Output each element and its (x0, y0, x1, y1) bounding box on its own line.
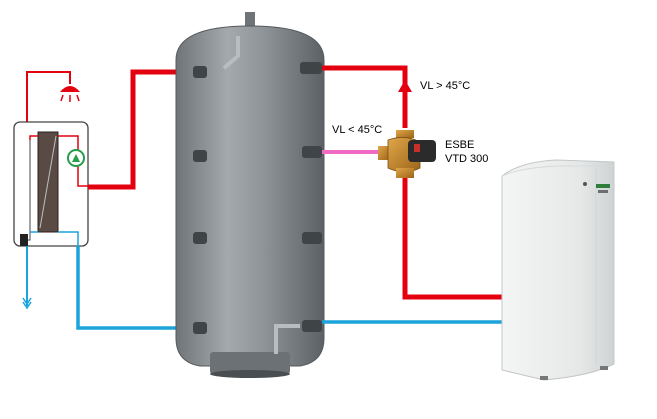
fresh-water-station (13, 71, 89, 310)
buffer-tank (175, 12, 325, 378)
flow-arrow-icon (398, 80, 412, 92)
shower-supply-pipe (26, 71, 71, 122)
heat-pump (501, 159, 615, 381)
valve-label: ESBE VTD 300 (445, 138, 488, 166)
heat-pump-body (501, 159, 615, 381)
station-return-pipe (76, 246, 197, 330)
heat-pump-supply-pipe (402, 172, 515, 300)
supply-temp-high-label: VL > 45°C (420, 80, 471, 92)
supply-temp-low-label: VL < 45°C (332, 124, 383, 136)
valve-brand-label: ESBE (445, 139, 475, 151)
valve-model-label: VTD 300 (445, 153, 489, 165)
mixing-valve (378, 130, 436, 178)
heat-pump-display (596, 184, 610, 188)
tank-base (210, 352, 290, 374)
control-box (20, 234, 28, 246)
tank-body (175, 25, 325, 367)
station-hot-pipe (88, 69, 197, 190)
shower-icon (60, 86, 80, 102)
drain-arrow-icon (22, 297, 32, 310)
tank-top-hot-pipe (322, 65, 408, 128)
pump-icon (67, 149, 85, 167)
tank-top-nozzle (245, 12, 255, 34)
